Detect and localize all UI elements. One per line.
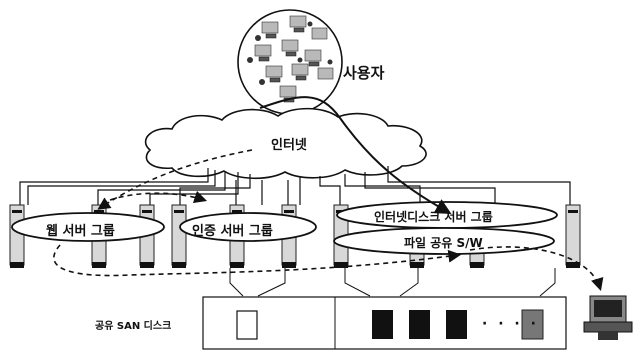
disk-filled-1 xyxy=(372,310,393,339)
users-label: 사용자 xyxy=(343,62,384,83)
internet-label: 인터넷 xyxy=(271,134,307,153)
san-links xyxy=(230,268,555,296)
ellipsis-label: · · · · xyxy=(482,316,539,332)
idisk-server-group-label: 인터넷디스크 서버 그룹 xyxy=(374,208,493,225)
san-disk-label: 공유 SAN 디스크 xyxy=(95,317,171,332)
disk-empty xyxy=(237,311,257,339)
file-share-label: 파일 공유 S/W xyxy=(404,234,483,251)
client-pc-icon xyxy=(584,296,632,340)
auth-server-group-label: 인증 서버 그룹 xyxy=(192,220,273,239)
disk-filled-3 xyxy=(446,310,467,339)
disk-filled-2 xyxy=(409,310,430,339)
web-server-group-label: 웹 서버 그룹 xyxy=(46,220,115,239)
